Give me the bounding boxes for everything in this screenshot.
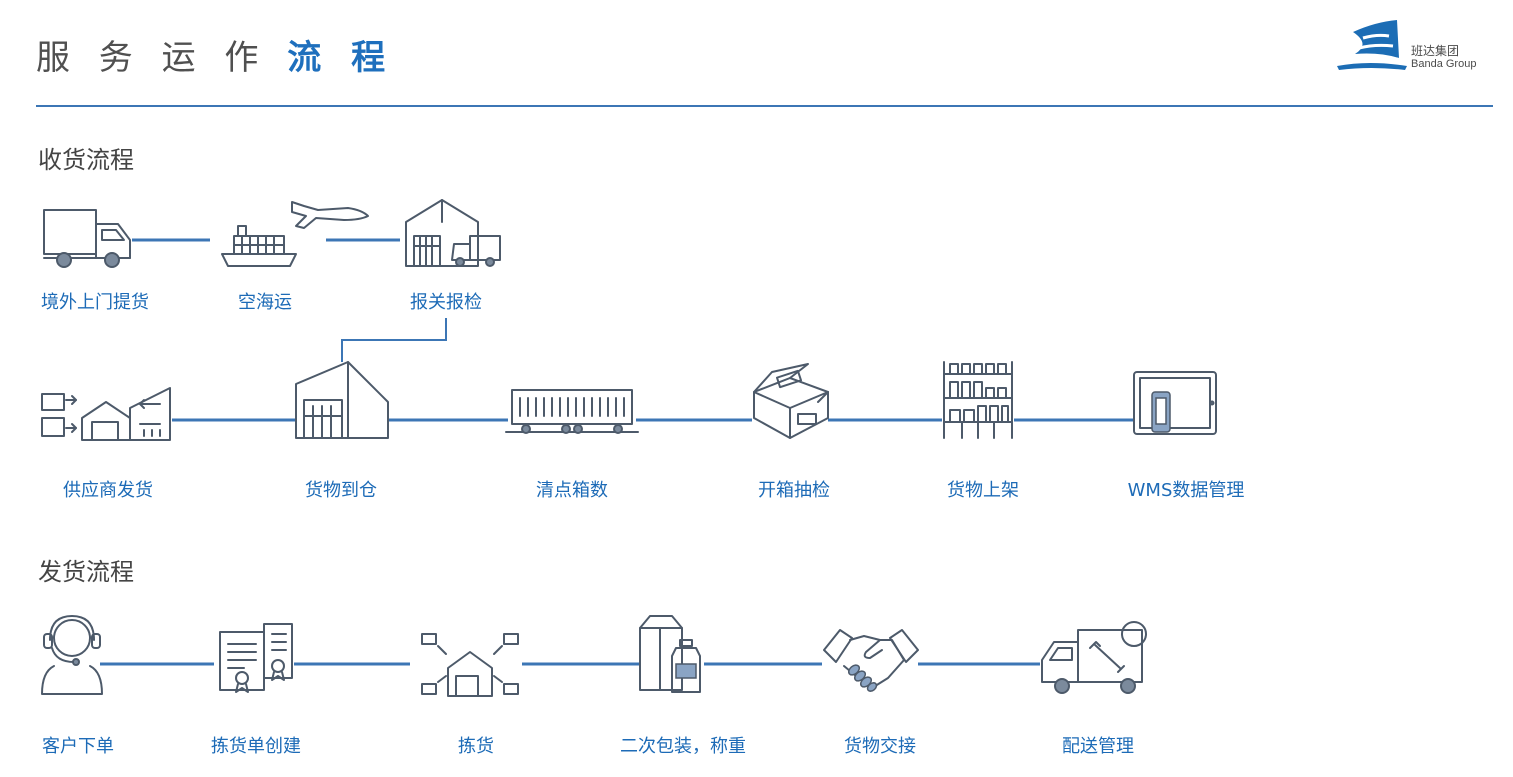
step-label: 拣货 [458, 736, 494, 757]
supplier-factory-icon [41, 387, 171, 441]
header-divider [36, 105, 1493, 107]
customs-warehouse-icon [405, 199, 501, 267]
connector-line [341, 318, 447, 362]
step-label: 清点箱数 [536, 480, 608, 501]
step-label: 境外上门提货 [41, 292, 149, 313]
warehouse-icon [295, 361, 389, 439]
step-label: 二次包装，称重 [620, 736, 746, 757]
packaging-icon [639, 615, 701, 693]
step-label: 货物交接 [844, 736, 916, 757]
tablet-icon [1133, 371, 1217, 435]
logo-text-cn: 班达集团 [1411, 44, 1460, 58]
container-icon [505, 389, 639, 434]
ship-plane-icon [221, 201, 369, 267]
open-box-icon [753, 363, 829, 439]
picking-icon [421, 633, 519, 697]
receiving-heading: 收货流程 [38, 146, 134, 174]
logo-text-en: Banda Group [1411, 58, 1477, 70]
documents-icon [219, 623, 293, 693]
shelf-icon [943, 361, 1013, 439]
step-label: WMS数据管理 [1127, 480, 1245, 501]
shipping-heading: 发货流程 [38, 558, 134, 586]
step-label: 货物到仓 [305, 480, 377, 501]
page-title-light: 服 务 运 作 [36, 38, 268, 78]
delivery-truck-icon [1041, 621, 1147, 694]
step-label: 空海运 [238, 292, 292, 313]
page-title: 服 务 运 作 流 程 [36, 30, 394, 79]
step-label: 客户下单 [42, 736, 114, 757]
step-label: 报关报检 [410, 292, 482, 313]
step-label: 拣货单创建 [211, 736, 301, 757]
customer-service-icon [41, 615, 103, 695]
step-label: 货物上架 [947, 480, 1019, 501]
page-title-bold: 流 程 [287, 38, 395, 78]
banda-logo-icon [1337, 20, 1407, 70]
truck-icon [43, 209, 131, 268]
step-label: 开箱抽检 [758, 480, 830, 501]
step-label: 供应商发货 [63, 480, 153, 501]
handshake-icon [823, 629, 919, 692]
step-label: 配送管理 [1062, 736, 1134, 757]
